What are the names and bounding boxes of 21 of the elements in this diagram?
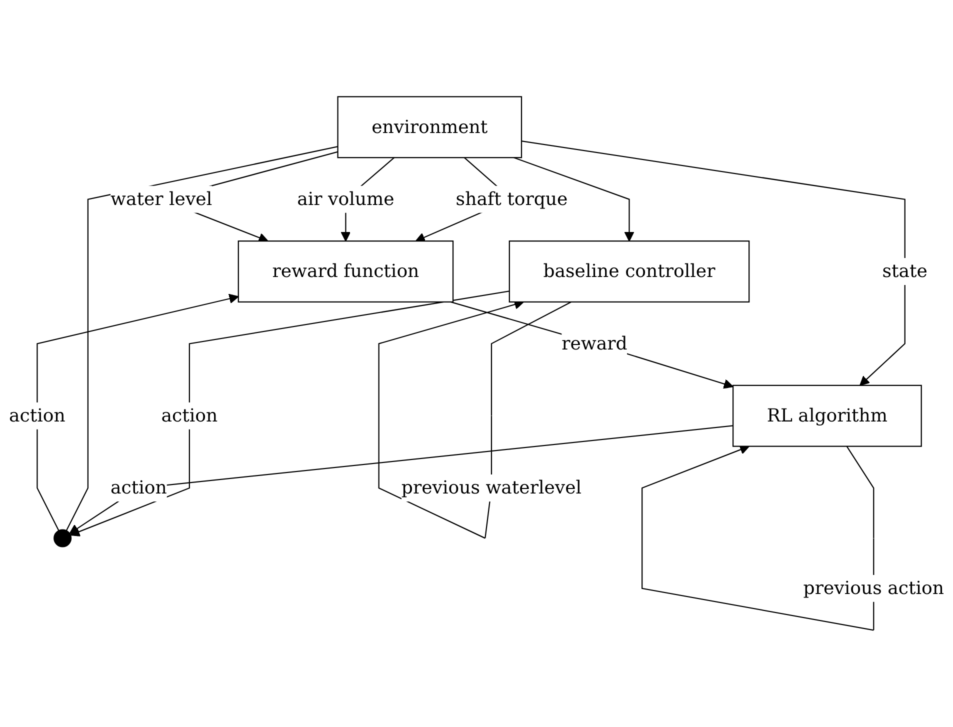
node-box: environment (337, 96, 522, 158)
edge-label: action (161, 404, 218, 426)
arrow (36, 294, 239, 531)
edge-label: water level (110, 188, 212, 210)
edge-label: state (882, 260, 928, 282)
edge-label: shaft torque (456, 188, 568, 210)
node-box: RL algorithm (732, 384, 922, 447)
node-box: baseline controller (508, 240, 750, 303)
node-box: reward function (238, 240, 454, 303)
arrow (70, 290, 510, 536)
edge-label: air volume (297, 188, 394, 210)
edge-label: previous waterlevel (401, 476, 582, 498)
node-switch (54, 529, 72, 548)
arrow (69, 425, 734, 534)
arrow (642, 444, 874, 631)
arrow (514, 157, 634, 242)
edge-label: previous action (803, 577, 944, 599)
edge-label: reward (562, 332, 628, 354)
edge-label: action (110, 476, 167, 498)
arrow (521, 140, 906, 386)
edge-label: action (9, 404, 66, 426)
